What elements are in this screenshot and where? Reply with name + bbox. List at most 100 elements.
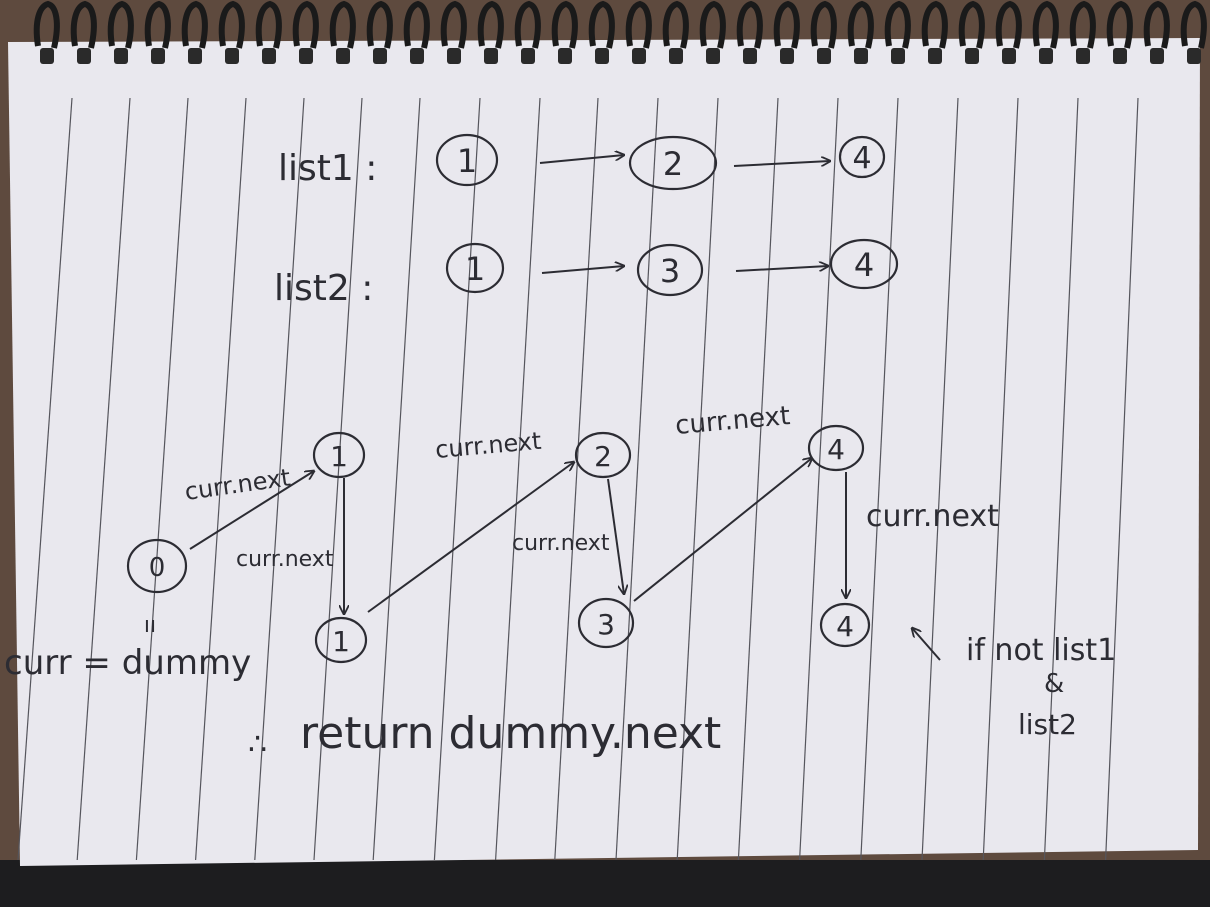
list1-arrow-2 bbox=[733, 161, 830, 167]
list1-node-2-value: 2 bbox=[663, 145, 683, 183]
spiral-coil bbox=[144, 0, 171, 49]
list1-node-1: 1 bbox=[435, 133, 499, 187]
spiral-coil bbox=[847, 0, 874, 49]
spiral-coil bbox=[588, 0, 615, 49]
spiral-coil bbox=[70, 0, 97, 49]
binding-hole bbox=[1113, 48, 1127, 64]
rule-line bbox=[372, 97, 421, 861]
rule-line bbox=[195, 97, 247, 861]
table-edge bbox=[0, 860, 1210, 907]
binding-hole bbox=[521, 48, 535, 64]
spiral-coil bbox=[995, 0, 1022, 49]
binding-hole bbox=[1076, 48, 1090, 64]
spiral-coil bbox=[921, 0, 948, 49]
binding-hole bbox=[1039, 48, 1053, 64]
rule-line bbox=[254, 97, 305, 861]
merged-node-4a: 4 bbox=[807, 424, 865, 472]
merged-node-4b: 4 bbox=[819, 602, 871, 648]
rule-line bbox=[17, 97, 73, 861]
binding-hole bbox=[336, 48, 350, 64]
spiral-coil bbox=[403, 0, 430, 49]
merged-node-4a-value: 4 bbox=[827, 433, 845, 466]
binding-hole bbox=[299, 48, 313, 64]
binding-hole bbox=[447, 48, 461, 64]
dummy-equals-mark: ıı bbox=[144, 613, 156, 638]
remainder-arrow bbox=[912, 628, 941, 661]
remainder-note-line2: & bbox=[1044, 669, 1064, 699]
spiral-coil bbox=[1032, 0, 1059, 49]
rule-line bbox=[433, 97, 481, 861]
binding-hole bbox=[40, 48, 54, 64]
spiral-coil bbox=[625, 0, 652, 49]
dummy-node-value: 0 bbox=[149, 553, 166, 583]
spiral-binding bbox=[33, 0, 1207, 64]
return-marker: ∴ bbox=[248, 727, 267, 762]
list1-label: list1 : bbox=[278, 148, 377, 189]
binding-hole bbox=[743, 48, 757, 64]
remainder-note-line3: list2 bbox=[1018, 708, 1077, 741]
remainder-note-line1: if not list1 bbox=[966, 633, 1116, 668]
merged-node-4b-value: 4 bbox=[836, 610, 854, 643]
rule-line bbox=[554, 97, 599, 861]
list2-node-1-value: 1 bbox=[465, 250, 485, 288]
spiral-coil bbox=[699, 0, 726, 49]
spiral-coil bbox=[255, 0, 282, 49]
spiral-coil bbox=[1143, 0, 1170, 49]
binding-hole bbox=[151, 48, 165, 64]
binding-hole bbox=[262, 48, 276, 64]
merged-node-1b-value: 1 bbox=[332, 625, 350, 658]
list1-row: list1 : 1 2 4 bbox=[278, 133, 886, 191]
binding-hole bbox=[1002, 48, 1016, 64]
binding-hole bbox=[484, 48, 498, 64]
list1-node-4: 4 bbox=[838, 135, 886, 179]
merged-node-3-value: 3 bbox=[597, 608, 615, 641]
rule-line bbox=[1105, 97, 1139, 861]
binding-hole bbox=[632, 48, 646, 64]
binding-hole bbox=[595, 48, 609, 64]
spiral-coil bbox=[181, 0, 208, 49]
list2-node-4: 4 bbox=[829, 238, 899, 290]
dummy-caption: curr = dummy bbox=[4, 643, 251, 683]
spiral-coil bbox=[329, 0, 356, 49]
merged-node-2-value: 2 bbox=[594, 440, 612, 473]
binding-hole bbox=[817, 48, 831, 64]
binding-hole bbox=[373, 48, 387, 64]
list1-arrow-1 bbox=[539, 155, 624, 164]
binding-hole bbox=[1187, 48, 1201, 64]
list2-arrow-1 bbox=[541, 266, 624, 274]
ruled-lines bbox=[17, 97, 1139, 861]
binding-hole bbox=[965, 48, 979, 64]
rule-line bbox=[676, 97, 719, 861]
dummy-node: 0 bbox=[126, 538, 188, 594]
list2-node-1: 1 bbox=[445, 242, 505, 294]
list2-node-3: 3 bbox=[636, 243, 704, 297]
binding-hole bbox=[1150, 48, 1164, 64]
list1-node-2: 2 bbox=[628, 135, 718, 191]
spiral-coil bbox=[662, 0, 689, 49]
spiral-coil bbox=[440, 0, 467, 49]
spiral-coil bbox=[1180, 0, 1207, 49]
rule-line bbox=[495, 97, 541, 861]
binding-hole bbox=[77, 48, 91, 64]
edge-dummy-to-1 bbox=[189, 471, 314, 550]
spiral-coil bbox=[33, 0, 60, 49]
rule-line bbox=[313, 97, 363, 861]
rule-line bbox=[737, 97, 779, 861]
rule-line bbox=[1043, 97, 1079, 861]
edge-label-1-to-1: curr.next bbox=[236, 547, 334, 572]
spiral-coil bbox=[884, 0, 911, 49]
rule-line bbox=[135, 97, 189, 861]
merged-node-3: 3 bbox=[577, 597, 635, 649]
spiral-coil bbox=[218, 0, 245, 49]
binding-hole bbox=[114, 48, 128, 64]
list1-node-4-value: 4 bbox=[852, 141, 871, 176]
spiral-coil bbox=[1106, 0, 1133, 49]
binding-hole bbox=[188, 48, 202, 64]
edge-1-to-2 bbox=[367, 462, 574, 613]
spiral-coil bbox=[773, 0, 800, 49]
binding-hole bbox=[928, 48, 942, 64]
edge-3-to-4 bbox=[633, 458, 812, 602]
binding-hole bbox=[669, 48, 683, 64]
merged-node-1b: 1 bbox=[314, 616, 368, 664]
